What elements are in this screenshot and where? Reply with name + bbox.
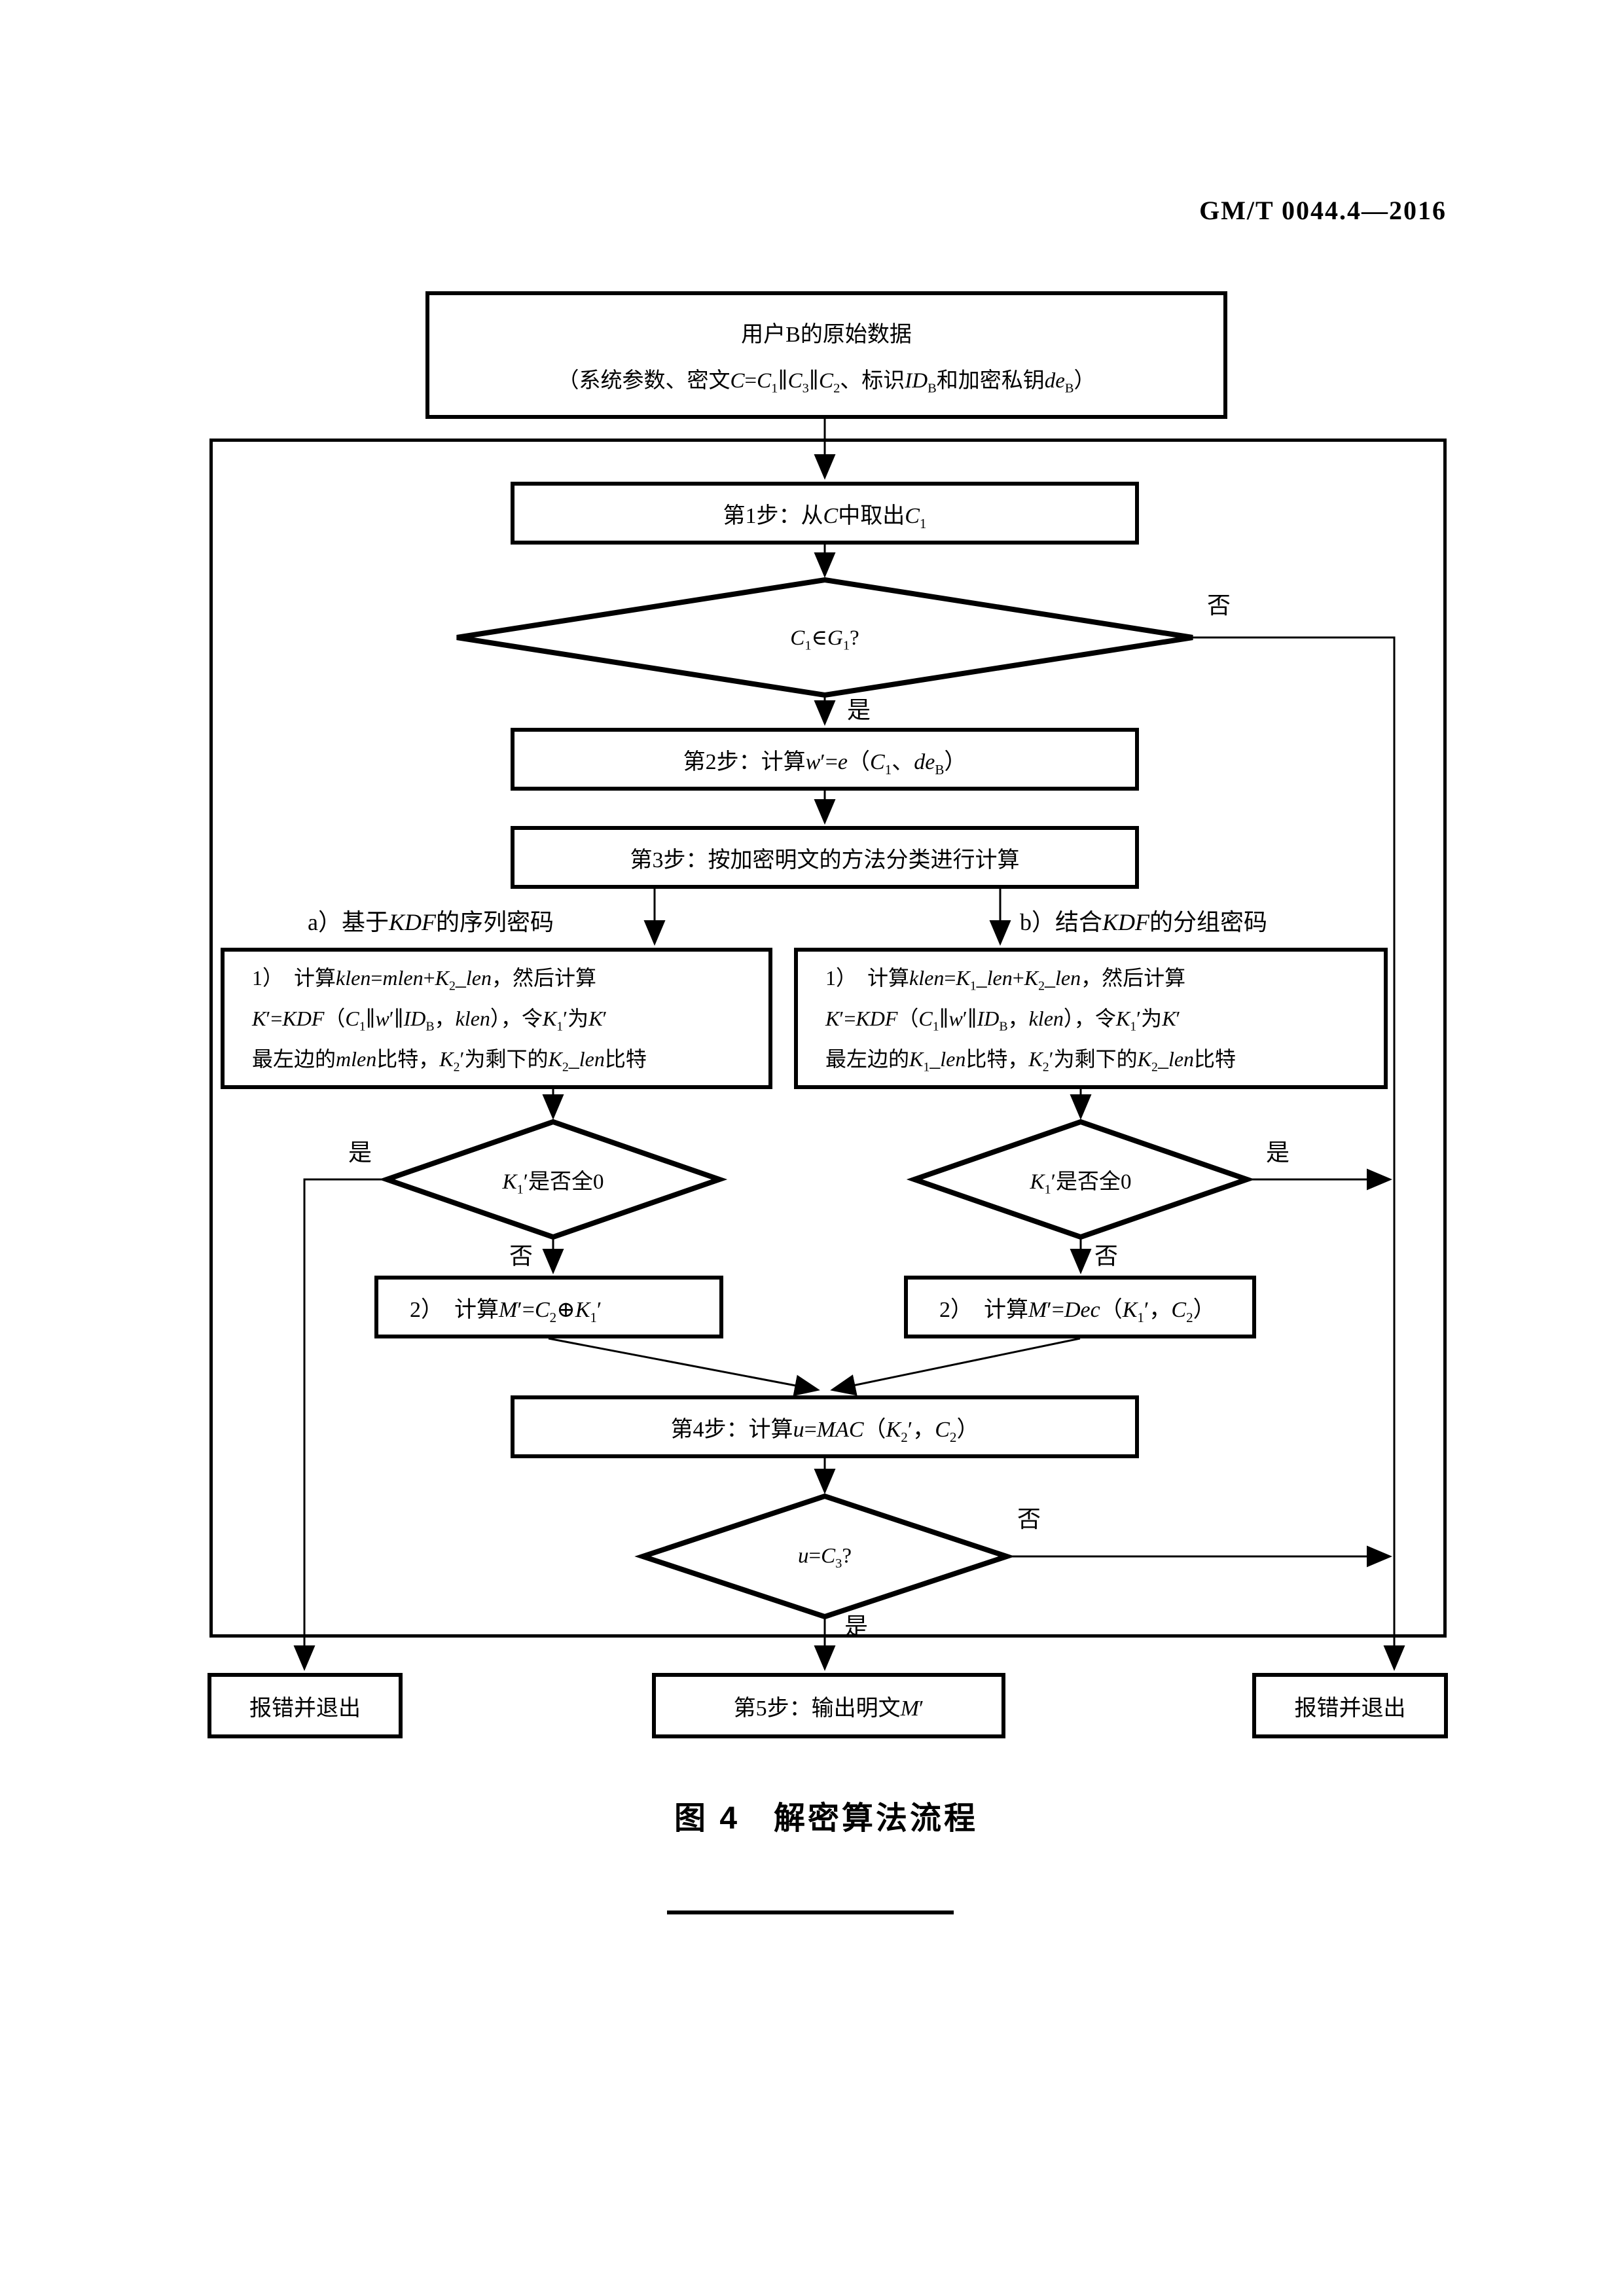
step4-node: 第4步：计算u=MAC（K2′，C2） [511, 1395, 1139, 1458]
label-no-u: 否 [1017, 1506, 1041, 1532]
start-node: 用户B的原始数据 （系统参数、密文C=C1∥C3∥C2、标识IDB和加密私钥de… [425, 291, 1227, 419]
start-node-title: 用户B的原始数据 [741, 323, 912, 347]
step1-node: 第1步：从C中取出C1 [511, 482, 1139, 545]
flowchart-frame [209, 439, 1447, 1638]
step1-text: 第1步：从C中取出C1 [723, 503, 927, 531]
label-no-c1: 否 [1206, 592, 1231, 619]
branch-b-label: b）结合KDF的分组密码 [1020, 909, 1268, 935]
step2-text: 第2步：计算w′=e（C1、deB） [683, 749, 967, 778]
error-exit-right-text: 报错并退出 [1294, 1696, 1406, 1721]
branch-b-box: 1） 计算klen=K1_len+K2_len，然后计算 K′=KDF（C1∥w… [794, 948, 1388, 1089]
error-exit-left-text: 报错并退出 [249, 1696, 361, 1721]
figure-caption: 图 4 解密算法流程 [674, 1801, 979, 1836]
step5-node: 第5步：输出明文M′ [652, 1673, 1005, 1738]
label-no-k1a: 否 [509, 1243, 533, 1269]
start-node-subtitle: （系统参数、密文C=C1∥C3∥C2、标识IDB和加密私钥deB） [557, 369, 1096, 396]
compute-m-xor-text: 2） 计算M′=C2⊕K1′ [410, 1297, 602, 1325]
decision-k1-zero-b-text: K1′是否全0 [1030, 1170, 1132, 1197]
error-exit-right-node: 报错并退出 [1252, 1673, 1448, 1738]
decision-c1-in-g1-text: C1∈G1? [790, 626, 859, 653]
step5-text: 第5步：输出明文M′ [733, 1696, 924, 1721]
label-yes-k1b: 是 [1265, 1139, 1290, 1166]
step3-text: 第3步：按加密明文的方法分类进行计算 [630, 848, 1020, 872]
step2-node: 第2步：计算w′=e（C1、deB） [511, 728, 1139, 791]
branch-b-line3: 最左边的K1_len比特，K2′为剩下的K2_len比特 [825, 1047, 1236, 1075]
label-yes-u: 是 [844, 1613, 869, 1640]
branch-b-line2: K′=KDF（C1∥w′∥IDB，klen），令K1′为K′ [825, 1007, 1181, 1034]
compute-m-xor-box: 2） 计算M′=C2⊕K1′ [374, 1276, 723, 1338]
branch-a-label: a）基于KDF的序列密码 [308, 909, 554, 935]
branch-b-line1: 1） 计算klen=K1_len+K2_len，然后计算 [825, 966, 1186, 994]
label-yes-c1: 是 [846, 697, 871, 723]
branch-a-box: 1） 计算klen=mlen+K2_len，然后计算 K′=KDF（C1∥w′∥… [221, 948, 772, 1089]
step3-node: 第3步：按加密明文的方法分类进行计算 [511, 826, 1139, 889]
branch-a-line3: 最左边的mlen比特，K2′为剩下的K2_len比特 [252, 1047, 647, 1075]
compute-m-dec-box: 2） 计算M′=Dec（K1′，C2） [904, 1276, 1256, 1338]
error-exit-left-node: 报错并退出 [208, 1673, 403, 1738]
label-no-k1b: 否 [1094, 1243, 1119, 1269]
branch-a-line1: 1） 计算klen=mlen+K2_len，然后计算 [252, 966, 596, 994]
compute-m-dec-text: 2） 计算M′=Dec（K1′，C2） [939, 1297, 1216, 1325]
decision-u-equals-c3-text: u=C3? [797, 1544, 852, 1571]
branch-a-line2: K′=KDF（C1∥w′∥IDB，klen），令K1′为K′ [252, 1007, 607, 1034]
standard-number: GM/T 0044.4—2016 [1199, 196, 1447, 225]
decision-k1-zero-a-text: K1′是否全0 [502, 1170, 604, 1197]
step4-text: 第4步：计算u=MAC（K2′，C2） [670, 1417, 979, 1445]
label-yes-k1a: 是 [348, 1139, 372, 1166]
